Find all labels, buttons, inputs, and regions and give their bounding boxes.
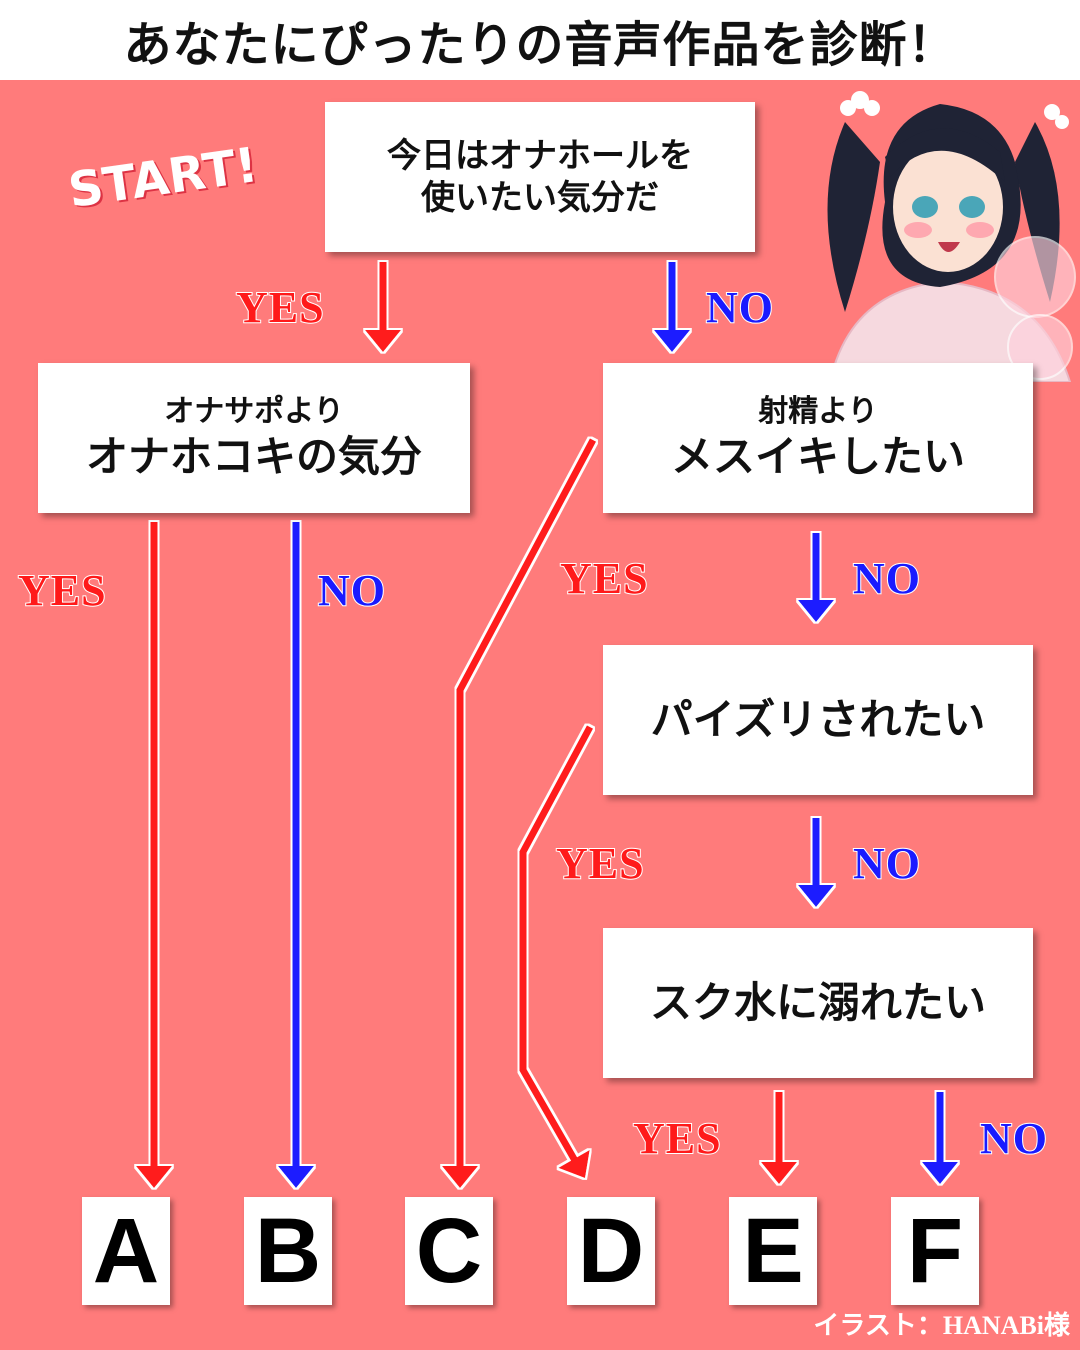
arrow-q2-no-head xyxy=(278,1166,314,1188)
no-label-2: NO xyxy=(317,565,386,616)
result-c: C xyxy=(405,1197,493,1305)
result-a: A xyxy=(82,1197,170,1305)
yes-label-1: YES xyxy=(235,282,325,333)
arrow-q1-yes xyxy=(365,262,401,352)
question-paizuri-text: パイズリされたい xyxy=(650,694,986,744)
question-mesuiki: 射精より メスイキしたい xyxy=(603,363,1033,513)
arrow-q3-no xyxy=(798,533,834,622)
arrow-q1-yes-head xyxy=(365,330,401,352)
arrow-q1-no xyxy=(654,262,690,352)
question-onahole: 今日はオナホールを 使いたい気分だ xyxy=(325,102,755,252)
question-onahole-line1: 今日はオナホールを xyxy=(387,135,693,176)
arrow-q2-yes-head xyxy=(136,1166,172,1188)
question-onahoki-line1: オナサポより xyxy=(164,394,344,429)
no-label-3: NO xyxy=(852,553,921,604)
arrow-q4-no-head xyxy=(798,885,834,907)
arrow-q2-no xyxy=(278,522,314,1188)
question-onahoki: オナサポより オナホコキの気分 xyxy=(38,363,470,513)
arrow-q3-yes-shaft xyxy=(456,438,597,1169)
yes-label-4: YES xyxy=(555,838,645,889)
arrow-q3-no-head xyxy=(798,600,834,622)
arrow-q2-yes xyxy=(136,522,172,1188)
no-label-1: NO xyxy=(705,282,774,333)
question-sukumizu: スク水に溺れたい xyxy=(603,928,1033,1078)
arrow-q5-yes xyxy=(761,1092,797,1184)
question-mesuiki-line2: メスイキしたい xyxy=(670,431,965,481)
arrow-q5-no-head xyxy=(922,1162,958,1184)
no-label-5: NO xyxy=(979,1113,1048,1164)
arrow-q5-no xyxy=(922,1092,958,1184)
page-title: あなたにぴったりの音声作品を診断！ xyxy=(0,0,1080,80)
result-b: B xyxy=(244,1197,332,1305)
character-illustration xyxy=(827,91,1076,382)
yes-label-3: YES xyxy=(559,553,649,604)
arrow-q5-yes-head xyxy=(761,1162,797,1184)
arrow-q4-no xyxy=(798,818,834,907)
yes-label-2: YES xyxy=(17,565,107,616)
question-paizuri: パイズリされたい xyxy=(603,645,1033,795)
arrow-q1-no-head xyxy=(654,330,690,352)
question-onahole-line2: 使いたい気分だ xyxy=(421,178,659,218)
question-onahoki-line2: オナホコキの気分 xyxy=(85,431,422,481)
no-label-4: NO xyxy=(852,838,921,889)
question-mesuiki-line1: 射精より xyxy=(758,394,878,429)
arrow-q3-yes-head xyxy=(442,1166,478,1188)
question-sukumizu-text: スク水に溺れたい xyxy=(649,977,986,1027)
arrow-q3-yes xyxy=(442,438,597,1188)
arrow-q4-yes-shaft xyxy=(519,725,594,1163)
yes-label-5: YES xyxy=(632,1113,722,1164)
arrow-q4-yes xyxy=(519,725,594,1178)
arrow-q4-yes-head xyxy=(558,1149,590,1178)
illustration-credit: イラスト：HANABi様 xyxy=(813,1311,1070,1340)
result-f: F xyxy=(891,1197,979,1305)
result-e: E xyxy=(729,1197,817,1305)
result-d: D xyxy=(567,1197,655,1305)
